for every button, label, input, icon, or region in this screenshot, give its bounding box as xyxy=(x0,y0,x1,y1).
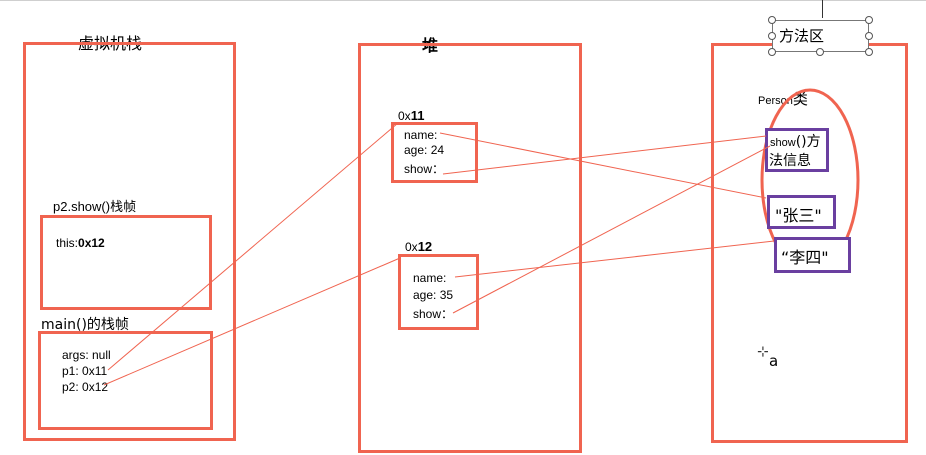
show-method-info-line2: 法信息 xyxy=(769,153,811,169)
person-class-prefix: Person xyxy=(758,95,793,107)
main-p2: p2: 0x12 xyxy=(62,380,109,394)
obj1-show: show： xyxy=(404,162,445,176)
resize-handle-mr[interactable] xyxy=(865,32,873,40)
show-frame-this: this:0x12 xyxy=(56,236,105,250)
obj2-address: 0x12 xyxy=(405,239,432,254)
obj1-addr-prefix: 0x xyxy=(398,109,411,123)
method-area-title: 方法区 xyxy=(779,27,825,45)
this-value: 0x12 xyxy=(78,236,105,250)
resize-handle-br[interactable] xyxy=(865,48,873,56)
show-method-info-line1: show()方 xyxy=(770,131,821,151)
obj2-show: show： xyxy=(413,307,454,321)
string-zhangsan-box xyxy=(767,195,836,229)
resize-handle-tl[interactable] xyxy=(768,16,776,24)
heap-region xyxy=(358,43,582,453)
obj2-addr-prefix: 0x xyxy=(405,240,418,254)
string-zhangsan: "张三" xyxy=(775,206,822,225)
resize-handle-bl[interactable] xyxy=(768,48,776,56)
this-prefix: this: xyxy=(56,236,79,250)
top-border-line xyxy=(0,0,926,1)
main-p1: p1: 0x11 xyxy=(62,364,108,378)
show-method-text-b: ()方 xyxy=(795,134,821,150)
person-class-label: Person类 xyxy=(758,88,808,109)
resize-handle-ml[interactable] xyxy=(768,32,776,40)
obj1-age: age: 24 xyxy=(404,143,445,157)
show-frame-title: p2.show()栈帧 xyxy=(53,199,137,214)
obj2-age: age: 35 xyxy=(413,288,454,302)
resize-handle-bc[interactable] xyxy=(816,48,824,56)
method-area-title-textbox[interactable] xyxy=(772,20,869,52)
obj1-name: name: xyxy=(404,128,438,142)
string-lisi: “李四" xyxy=(781,248,829,267)
move-cursor-icon: ⊹ xyxy=(757,344,769,360)
connector-line-top xyxy=(822,0,823,18)
show-method-text-a: show xyxy=(770,137,796,149)
main-args: args: null xyxy=(62,348,111,362)
obj2-addr-num: 12 xyxy=(417,239,433,254)
obj1-addr-num: 11 xyxy=(410,108,425,123)
string-lisi-box xyxy=(774,237,851,273)
obj1-address: 0x11 xyxy=(398,108,424,123)
resize-handle-tr[interactable] xyxy=(865,16,873,24)
obj2-name: name: xyxy=(413,271,447,285)
cursor-a-label: a xyxy=(769,352,779,370)
person-class-suffix: 类 xyxy=(792,90,808,108)
show-frame-box xyxy=(40,215,212,310)
